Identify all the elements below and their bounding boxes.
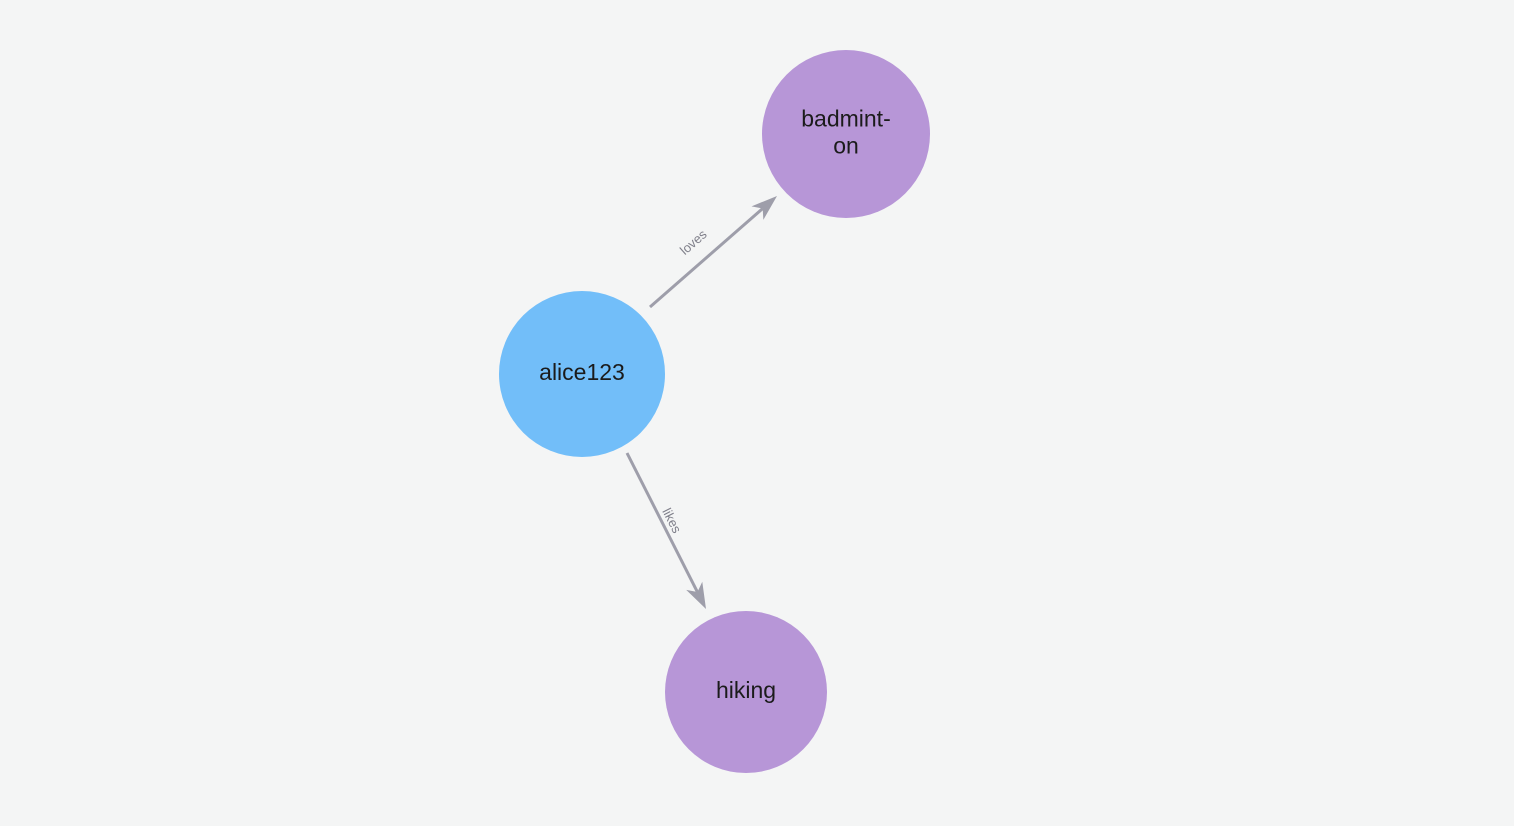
- node-badminton[interactable]: badmint-on: [762, 50, 930, 218]
- edge-line-likes[interactable]: [625, 452, 699, 593]
- edge-line-loves[interactable]: [649, 207, 764, 309]
- node-circle-hiking[interactable]: [665, 611, 827, 773]
- edge-arrowhead-likes: [686, 581, 706, 609]
- node-alice123[interactable]: alice123: [499, 291, 665, 457]
- edge-arrowhead-loves: [751, 196, 777, 220]
- node-hiking[interactable]: hiking: [665, 611, 827, 773]
- node-circle-badminton[interactable]: [762, 50, 930, 218]
- node-circle-alice123[interactable]: [499, 291, 665, 457]
